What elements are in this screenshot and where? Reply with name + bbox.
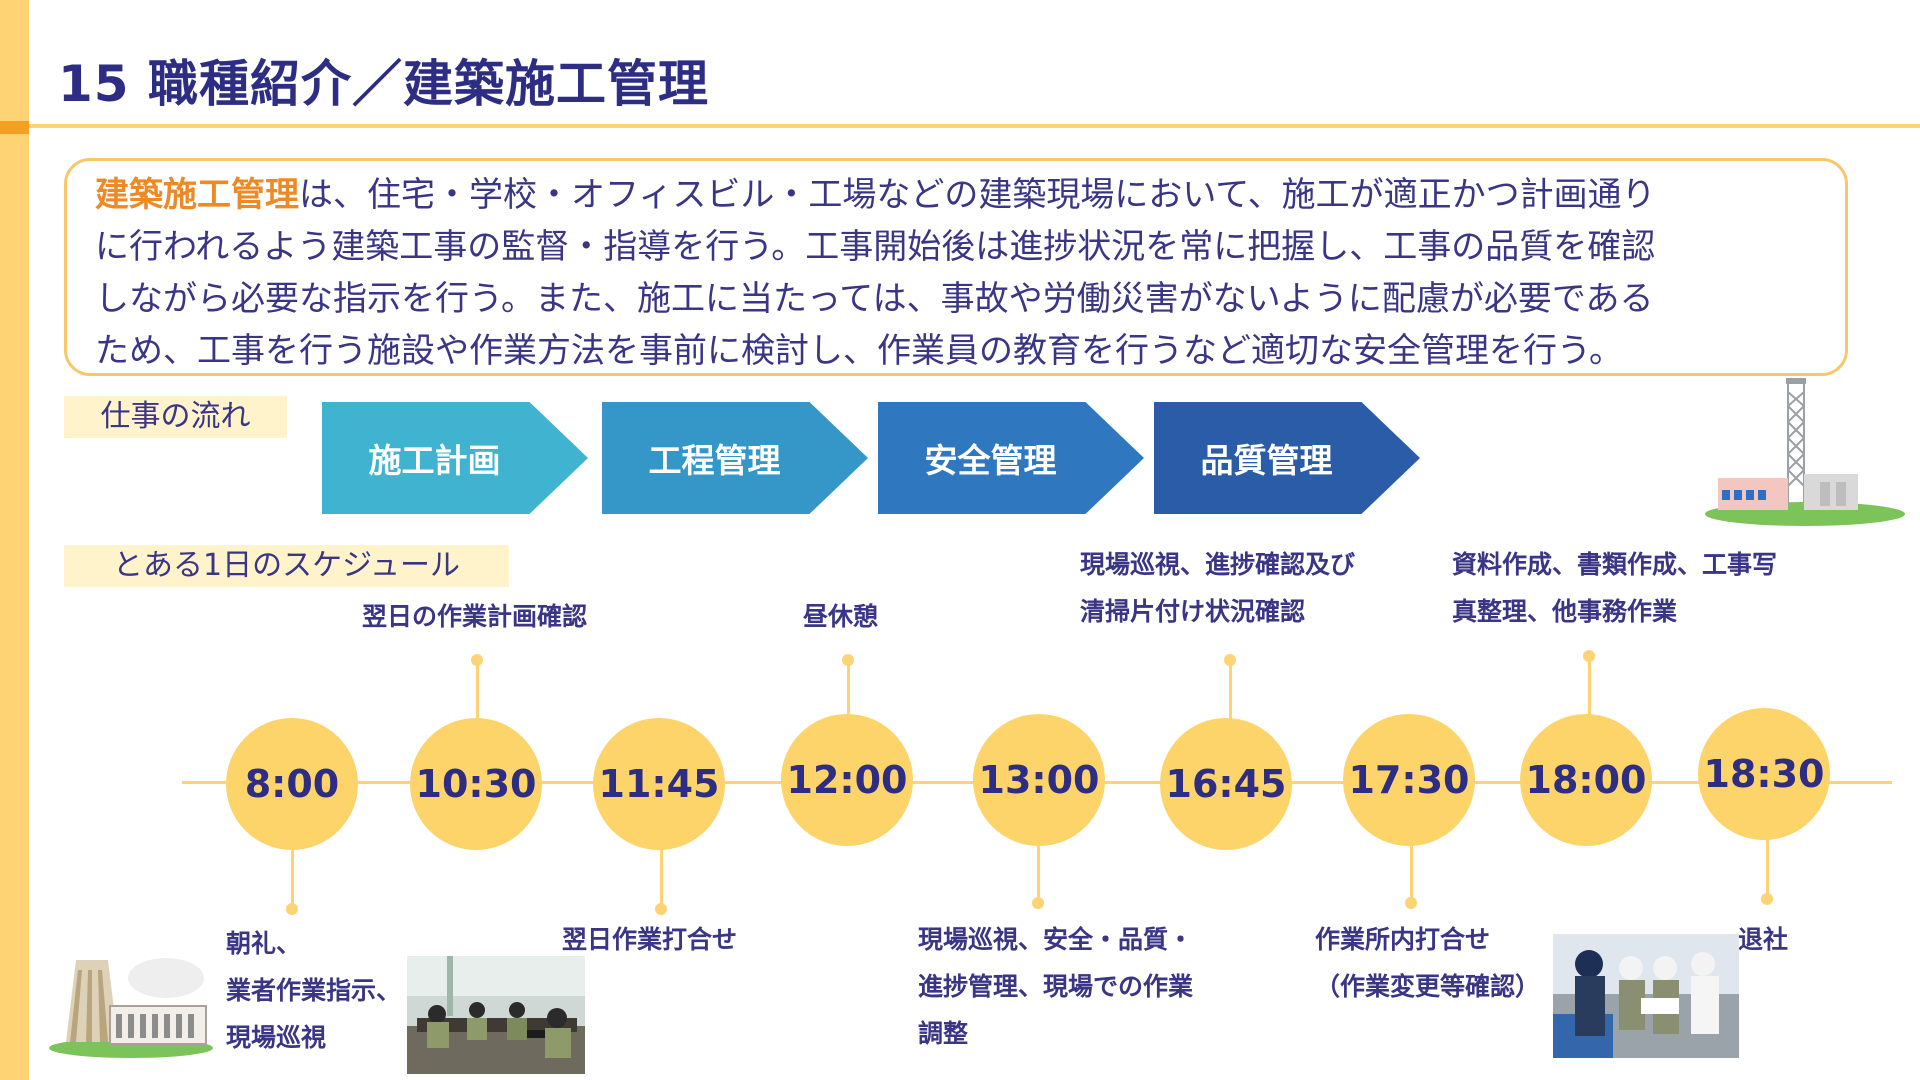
activity-0800: 朝礼、業者作業指示、現場巡視	[226, 920, 401, 1061]
dot-1645	[1224, 654, 1236, 666]
activity-line: 昼休憩	[803, 602, 879, 631]
time-bubble-1830: 18:30	[1698, 708, 1830, 840]
time-bubble-1030: 10:30	[410, 718, 542, 850]
description-line1: は、住宅・学校・オフィスビル・工場などの建築現場において、施工が適正かつ計画通り	[299, 175, 1656, 215]
activity-line: 清掃片付け状況確認	[1080, 597, 1306, 626]
dot-1800	[1583, 650, 1595, 662]
activity-line: 業者作業指示、	[226, 976, 402, 1005]
left-accent-bar	[0, 0, 29, 1080]
activity-line: 現場巡視、安全・品質・	[918, 925, 1194, 954]
schedule-label: とある1日のスケジュール	[64, 545, 509, 587]
factory-illustration	[1705, 378, 1905, 526]
workflow-step-label: 安全管理	[924, 441, 1057, 480]
workflow-step-label: 品質管理	[1200, 441, 1333, 480]
stem-1030	[476, 660, 479, 740]
stem-0800	[291, 830, 294, 908]
activity-line: 作業所内打合せ	[1315, 925, 1491, 954]
dot-1200	[842, 654, 854, 666]
meeting-photo	[407, 956, 585, 1074]
workflow-step-1: 施工計画	[322, 402, 588, 514]
dot-1145	[655, 903, 667, 915]
title-underline	[29, 124, 1920, 128]
description-line4: ため、工事を行う施設や作業方法を事前に検討し、作業員の教育を行うなど適切な安全管…	[95, 331, 1623, 371]
activity-1645: 現場巡視、進捗確認及び清掃片付け状況確認	[1080, 541, 1355, 635]
dot-0800	[286, 903, 298, 915]
activity-1200: 昼休憩	[803, 593, 878, 640]
time-bubble-1200: 12:00	[781, 714, 913, 846]
activity-1830: 退社	[1738, 916, 1788, 963]
building-illustration	[49, 958, 213, 1058]
activity-1300: 現場巡視、安全・品質・進捗管理、現場での作業調整	[918, 916, 1193, 1057]
dot-1830	[1761, 893, 1773, 905]
time-bubble-0800: 8:00	[226, 718, 358, 850]
workflow-step-label: 施工計画	[368, 441, 501, 480]
activity-line: 現場巡視、進捗確認及び	[1080, 550, 1356, 579]
description-highlight: 建築施工管理	[95, 175, 299, 215]
workflow-step-4: 品質管理	[1154, 402, 1420, 514]
workflow-label: 仕事の流れ	[64, 396, 287, 438]
workflow-step-3: 安全管理	[878, 402, 1144, 514]
stem-1830	[1766, 826, 1769, 898]
dot-1030	[471, 654, 483, 666]
activity-1730: 作業所内打合せ （作業変更等確認）	[1315, 916, 1540, 1010]
site-inspection-photo	[1553, 934, 1739, 1058]
left-accent-marker	[0, 121, 29, 134]
stem-1800	[1588, 656, 1591, 736]
stem-1300	[1037, 830, 1040, 902]
dot-1730	[1405, 897, 1417, 909]
stem-1645	[1229, 660, 1232, 740]
description-text: 建築施工管理は、住宅・学校・オフィスビル・工場などの建築現場において、施工が適正…	[95, 169, 1819, 377]
activity-line: 翌日の作業計画確認	[362, 602, 588, 631]
activity-line: 調整	[918, 1019, 969, 1048]
activity-line: 進捗管理、現場での作業	[918, 972, 1194, 1001]
description-box: 建築施工管理は、住宅・学校・オフィスビル・工場などの建築現場において、施工が適正…	[64, 158, 1848, 376]
activity-line: 現場巡視	[226, 1023, 327, 1052]
time-bubble-1645: 16:45	[1160, 718, 1292, 850]
page-title: 15 職種紹介／建築施工管理	[58, 55, 709, 113]
dot-1300	[1032, 897, 1044, 909]
workflow-step-label: 工程管理	[648, 441, 781, 480]
activity-1145: 翌日作業打合せ	[562, 916, 737, 963]
description-line3: しながら必要な指示を行う。また、施工に当たっては、事故や労働災害がないように配慮…	[95, 279, 1654, 319]
time-bubble-1145: 11:45	[593, 718, 725, 850]
activity-line: 翌日作業打合せ	[562, 925, 738, 954]
activity-line: 真整理、他事務作業	[1452, 597, 1678, 626]
activity-line: 資料作成、書類作成、工事写	[1452, 550, 1778, 579]
activity-line: （作業変更等確認）	[1315, 972, 1541, 1001]
stem-1730	[1410, 830, 1413, 902]
activity-1030: 翌日の作業計画確認	[362, 593, 587, 640]
time-bubble-1730: 17:30	[1343, 714, 1475, 846]
stem-1145	[660, 830, 663, 908]
description-line2: に行われるよう建築工事の監督・指導を行う。工事開始後は進捗状況を常に把握し、工事…	[95, 227, 1656, 267]
activity-1800: 資料作成、書類作成、工事写真整理、他事務作業	[1452, 541, 1777, 635]
time-bubble-1300: 13:00	[973, 714, 1105, 846]
activity-line: 退社	[1738, 925, 1789, 954]
stem-1200	[847, 660, 850, 740]
time-bubble-1800: 18:00	[1520, 714, 1652, 846]
activity-line: 朝礼、	[226, 929, 302, 958]
workflow-step-2: 工程管理	[602, 402, 868, 514]
